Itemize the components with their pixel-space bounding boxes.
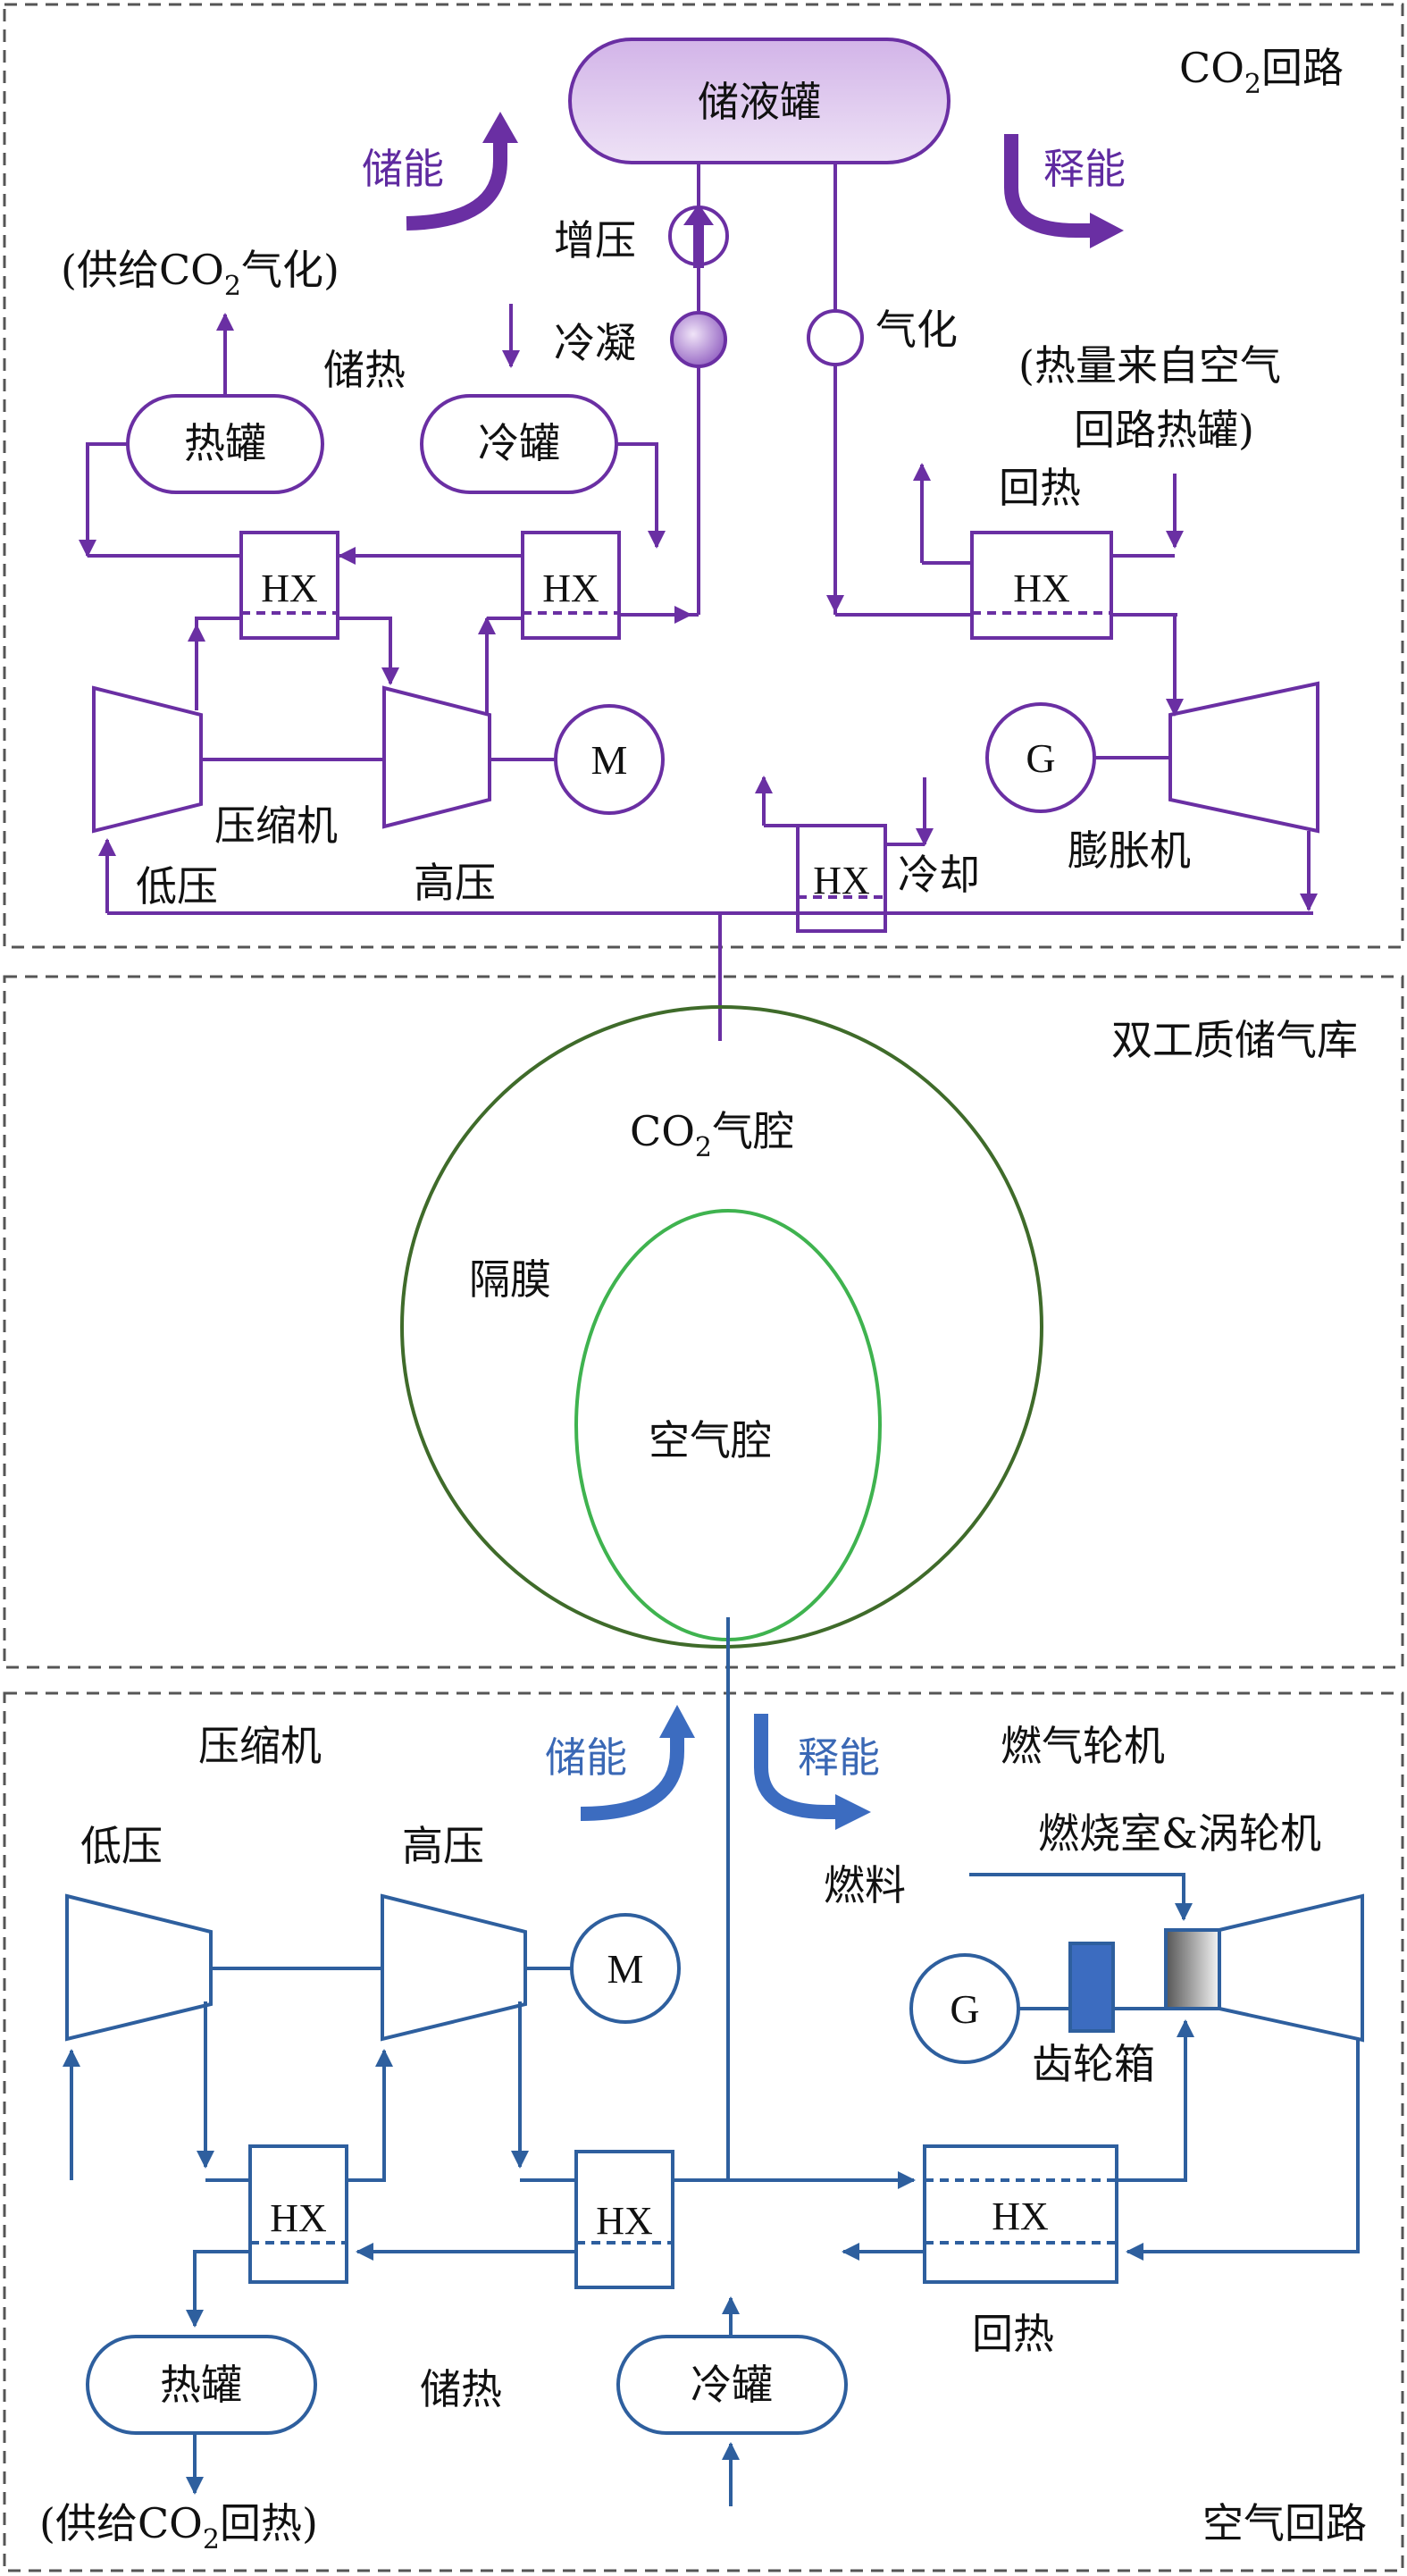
heat-source-note-1: (热量来自空气 xyxy=(1018,341,1281,390)
air-hx-1 xyxy=(248,2144,348,2284)
storage-frame xyxy=(3,975,1404,1669)
air-hx-2 xyxy=(574,2150,674,2289)
fuel-label: 燃料 xyxy=(824,1861,906,1909)
co2-compressor-label: 压缩机 xyxy=(214,801,338,850)
co2-motor xyxy=(554,704,665,815)
co2-expander-label: 膨胀机 xyxy=(1068,827,1191,875)
air-compressor-label: 压缩机 xyxy=(198,1722,322,1770)
dual-medium-storage: 双工质储气库 CO2气腔 隔膜 空气腔 xyxy=(400,1005,1358,1649)
co2-hot-tank-label: 热罐 xyxy=(184,419,266,467)
air-cavity-label: 空气腔 xyxy=(649,1416,772,1464)
co2-hx-regen xyxy=(970,531,1113,640)
vaporizer-symbol xyxy=(807,309,864,366)
co2-high-pressure-label: 高压 xyxy=(414,859,496,907)
co2-expander xyxy=(1168,681,1319,834)
air-hx-1-label: HX xyxy=(270,2196,327,2240)
co2-heat-storage-label: 储热 xyxy=(323,346,406,394)
air-hx-regen xyxy=(923,2144,1118,2284)
air-loop xyxy=(63,1617,1364,2506)
air-discharge-arrow xyxy=(754,1714,844,1819)
air-loop-title: 空气回路 xyxy=(1202,2499,1367,2547)
air-generator-label: G xyxy=(950,1986,979,2032)
co2-discharge-label: 释能 xyxy=(1043,145,1126,193)
co2-high-pressure-compressor xyxy=(382,685,491,829)
condense-label: 冷凝 xyxy=(554,319,636,367)
combustor xyxy=(1164,1928,1221,2010)
co2-loop-title: CO2回路 xyxy=(1179,44,1344,100)
air-low-pressure-compressor xyxy=(65,1893,213,2042)
air-hot-tank xyxy=(86,2335,317,2435)
co2-loop xyxy=(79,38,1319,1041)
pump-label: 增压 xyxy=(554,216,636,264)
air-motor xyxy=(570,1913,681,2024)
gas-turbine-label: 燃气轮机 xyxy=(1001,1722,1165,1770)
co2-low-pressure-label: 低压 xyxy=(136,862,218,910)
air-discharge-label: 释能 xyxy=(798,1733,880,1782)
co2-discharge-arrow xyxy=(1004,134,1099,238)
gearbox-label: 齿轮箱 xyxy=(1032,2040,1155,2088)
gearbox xyxy=(1068,1942,1115,2033)
co2-charge-label: 储能 xyxy=(362,145,444,193)
air-motor-label: M xyxy=(607,1946,644,1992)
condenser-symbol xyxy=(670,311,727,368)
air-turbine xyxy=(1218,1893,1364,2043)
storage-tank xyxy=(568,38,951,164)
vaporize-label: 气化 xyxy=(875,306,958,354)
cooling-label: 冷却 xyxy=(898,851,980,899)
storage-title: 双工质储气库 xyxy=(1111,1016,1358,1064)
air-high-pressure-compressor xyxy=(381,1893,527,2042)
co2-hx-regen-label: HX xyxy=(1013,566,1070,610)
air-regen-label: 回热 xyxy=(972,2310,1054,2358)
air-heat-storage-label: 储热 xyxy=(420,2365,502,2413)
co2-hx-2 xyxy=(521,531,621,640)
air-hot-tank-label: 热罐 xyxy=(160,2361,242,2409)
co2-hx-1 xyxy=(239,531,339,640)
heat-source-note-2: 回路热罐) xyxy=(1074,406,1254,454)
air-charge-arrow xyxy=(580,1729,684,1821)
combustor-turbine-label: 燃烧室&涡轮机 xyxy=(1038,1809,1321,1858)
air-cold-tank-label: 冷罐 xyxy=(691,2361,773,2409)
co2-cold-tank-label: 冷罐 xyxy=(478,419,560,467)
co2-hx-1-label: HX xyxy=(261,566,318,610)
co2-cavity xyxy=(400,1005,1043,1649)
co2-low-pressure-compressor xyxy=(92,685,203,834)
co2-loop-frame xyxy=(3,3,1404,949)
air-hx-2-label: HX xyxy=(596,2199,653,2243)
air-loop-frame xyxy=(3,1691,1404,2572)
co2-regen-label: 回热 xyxy=(999,464,1081,512)
co2-motor-label: M xyxy=(591,737,628,783)
air-hx-regen-label: HX xyxy=(992,2194,1049,2238)
air-high-pressure-label: 高压 xyxy=(402,1822,484,1870)
air-supply-note: (供给CO2回热) xyxy=(39,2499,318,2555)
co2-hx-cool-label: HX xyxy=(813,859,870,902)
storage-tank-label: 储液罐 xyxy=(698,78,821,126)
co2-hx-2-label: HX xyxy=(542,566,599,610)
co2-generator-label: G xyxy=(1026,735,1055,781)
co2-charge-arrow xyxy=(406,134,507,231)
air-charge-label: 储能 xyxy=(545,1733,627,1782)
co2-cavity-label: CO2气腔 xyxy=(630,1107,794,1163)
co2-supply-note: (供给CO2气化) xyxy=(61,246,339,302)
air-low-pressure-label: 低压 xyxy=(80,1822,163,1870)
membrane-label: 隔膜 xyxy=(469,1255,551,1304)
